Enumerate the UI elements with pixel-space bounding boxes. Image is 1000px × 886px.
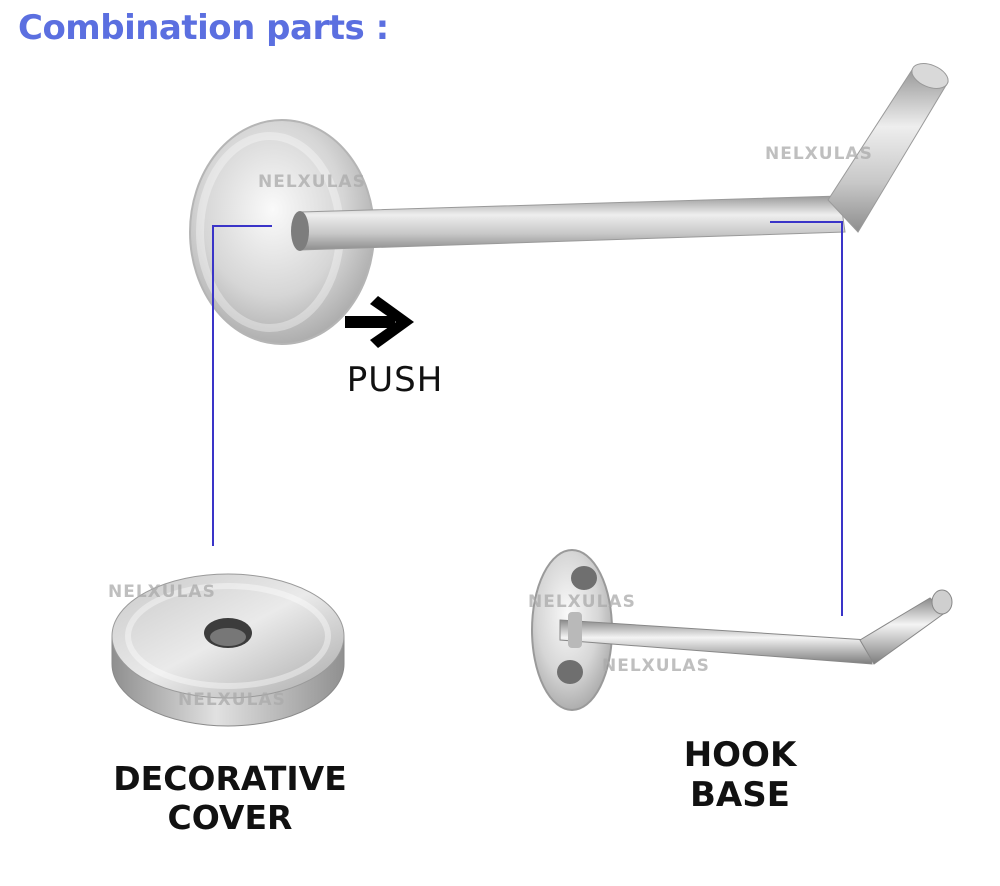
base-rod (559, 619, 873, 665)
leader-line-cover (212, 225, 272, 546)
decorative-cover-label: DECORATIVE COVER (95, 759, 365, 838)
page-title: Combination parts : (18, 8, 389, 48)
right-arrow-icon (345, 296, 414, 348)
decorative-cover-label-line1: DECORATIVE (113, 759, 347, 798)
push-label: PUSH (346, 360, 444, 400)
decorative-cover-illustration (111, 573, 345, 727)
screw-hole-bottom (557, 660, 583, 684)
hook-rod (299, 195, 846, 251)
watermark: NELXULAS (108, 582, 216, 602)
rod-tip (911, 63, 949, 89)
screw-hole-top (571, 566, 597, 590)
hook-base-illustration (531, 549, 953, 711)
hook-base-label: HOOK BASE (650, 735, 830, 815)
watermark: NELXULAS (178, 690, 286, 710)
hook-base-label-line2: BASE (690, 775, 790, 816)
decorative-cover-label-line2: COVER (167, 797, 293, 837)
watermark: NELXULAS (528, 592, 636, 612)
hook-base-label-line1: HOOK (683, 735, 797, 775)
watermark: NELXULAS (258, 172, 366, 192)
watermark: NELXULAS (765, 144, 873, 164)
watermark: NELXULAS (602, 656, 710, 676)
assembled-hook-illustration (189, 63, 949, 345)
leader-line-hook (770, 221, 843, 616)
